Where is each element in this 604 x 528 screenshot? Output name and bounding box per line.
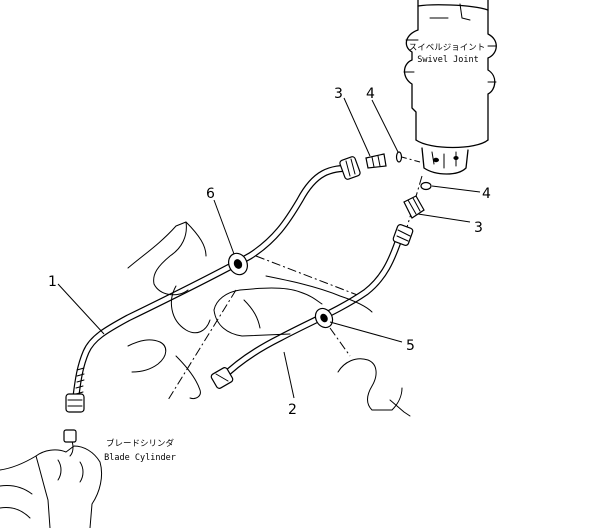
swivel-joint-label-jp: スイベルジョイント <box>409 43 486 53</box>
frame-outline <box>127 221 411 417</box>
pipe-lower <box>210 224 414 389</box>
blade-cylinder-label-en: Blade Cylinder <box>104 453 176 463</box>
pipe-upper <box>65 156 361 413</box>
o-ring-upper <box>395 151 403 163</box>
elbow-fitting-lower <box>403 195 425 219</box>
callout-4-upper: 4 <box>366 86 375 102</box>
callout-2: 2 <box>288 402 297 418</box>
elbow-fitting-upper <box>365 153 387 169</box>
clamp-upper <box>228 252 248 276</box>
leader-lines <box>57 97 481 399</box>
swivel-joint: スイベルジョイント Swivel Joint <box>403 0 497 175</box>
callout-5: 5 <box>406 338 415 354</box>
callouts: 1 2 3 3 4 4 5 6 <box>48 86 491 418</box>
o-ring-lower <box>420 181 432 191</box>
swivel-joint-label-en: Swivel Joint <box>417 55 478 65</box>
blade-cylinder: ブレードシリンダ Blade Cylinder <box>0 429 176 528</box>
callout-4-lower: 4 <box>482 186 491 202</box>
blade-cylinder-label-jp: ブレードシリンダ <box>106 438 175 449</box>
callout-6: 6 <box>206 186 215 202</box>
clamp-lower <box>314 307 334 329</box>
callout-3-upper: 3 <box>334 86 343 102</box>
callout-1: 1 <box>48 274 57 290</box>
callout-3-lower: 3 <box>474 220 483 236</box>
